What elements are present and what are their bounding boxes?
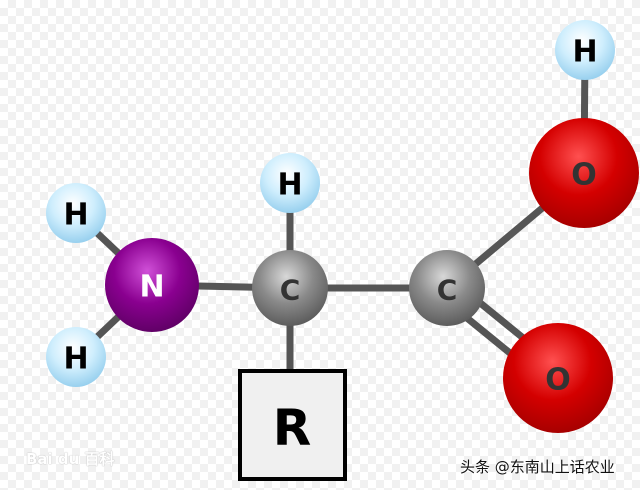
atom-h-amine-bottom: H bbox=[46, 327, 106, 387]
atom-h-amine-top: H bbox=[46, 183, 106, 243]
svg-text:H: H bbox=[277, 168, 302, 203]
svg-text:H: H bbox=[63, 198, 88, 233]
toutiao-watermark: 头条 @东南山上话农业 bbox=[460, 458, 615, 476]
svg-text:H: H bbox=[63, 342, 88, 377]
svg-text:C: C bbox=[280, 274, 301, 307]
r-group-label: R bbox=[273, 399, 312, 457]
atom-c-carboxyl: C bbox=[409, 250, 485, 326]
atom-h-alpha: H bbox=[260, 153, 320, 213]
svg-text:H: H bbox=[572, 35, 597, 70]
r-group-box bbox=[238, 369, 347, 481]
baidu-watermark: Bai du 百科 bbox=[26, 450, 115, 468]
atom-o-hydroxyl: O bbox=[529, 118, 639, 228]
svg-text:O: O bbox=[571, 158, 597, 193]
atom-o-carbonyl: O bbox=[503, 323, 613, 433]
svg-text:N: N bbox=[139, 270, 164, 305]
atom-c-alpha: C bbox=[252, 250, 328, 326]
svg-text:O: O bbox=[545, 363, 571, 398]
atom-n-amine: N bbox=[105, 238, 199, 332]
atom-h-top-right: H bbox=[555, 20, 615, 80]
svg-text:C: C bbox=[437, 274, 458, 307]
